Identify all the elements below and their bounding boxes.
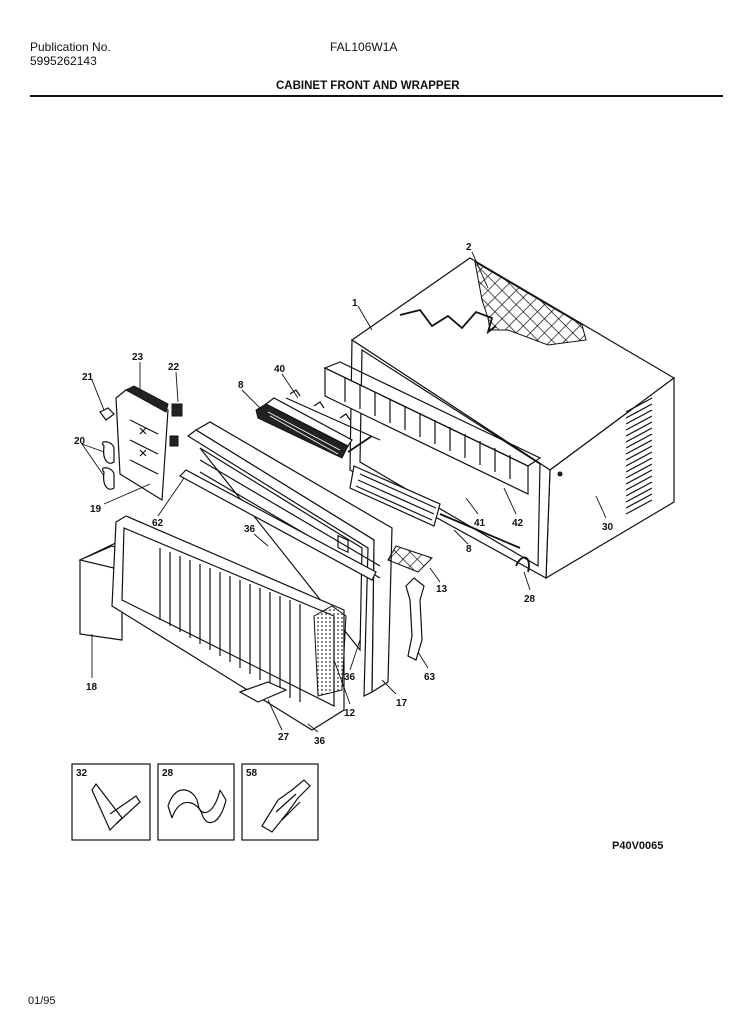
callout-13: 13 (436, 584, 448, 595)
leader-lines (81, 251, 607, 733)
knobs-20 (102, 441, 115, 490)
air-filter (313, 605, 347, 697)
inset-box-32: 32 (71, 763, 151, 841)
side-louvers (625, 397, 653, 515)
inset-box-28: 28 (157, 763, 235, 841)
callout-28: 28 (524, 594, 536, 605)
callout-12: 12 (344, 708, 356, 719)
inset-28-label: 28 (162, 768, 174, 779)
callout-62: 62 (152, 518, 164, 529)
publication-label: Publication No. (30, 40, 111, 54)
insulation-mesh-panel (474, 261, 587, 346)
model-number: FAL106W1A (330, 40, 398, 54)
knob-21 (99, 407, 115, 421)
callout-2: 2 (466, 242, 472, 253)
bracket-63 (405, 577, 425, 661)
upper-louver (255, 397, 373, 459)
main-grille-36 (111, 515, 347, 731)
callout-40: 40 (274, 364, 286, 375)
callout-63: 63 (424, 672, 436, 683)
section-title: CABINET FRONT AND WRAPPER (276, 80, 460, 92)
callout-36-inner: 36 (244, 524, 256, 535)
spring-22 (169, 403, 183, 447)
callout-8-upper: 8 (238, 380, 244, 391)
publication-number: 5995262143 (30, 54, 97, 68)
callout-numbers: 2 1 8 40 21 23 22 20 19 62 36 18 36 12 1… (74, 242, 614, 747)
lower-louver (349, 465, 521, 549)
callout-41: 41 (474, 518, 486, 529)
callout-22: 22 (168, 362, 180, 373)
date-code: 01/95 (28, 995, 56, 1007)
drawing-code: P40V0065 (612, 840, 664, 852)
callout-36-bottom: 36 (314, 736, 326, 747)
callout-27: 27 (278, 732, 290, 743)
callout-30: 30 (602, 522, 614, 533)
louver-rail (323, 361, 542, 554)
louver-rod-40 (285, 389, 381, 441)
callout-21: 21 (82, 372, 94, 383)
callout-36-right: 36 (344, 672, 356, 683)
callout-19: 19 (90, 504, 102, 515)
inset-32-label: 32 (76, 768, 88, 779)
trim-bar-62 (179, 469, 377, 581)
callout-18: 18 (86, 682, 98, 693)
cabinet-wrapper (349, 257, 676, 580)
callout-42: 42 (512, 518, 524, 529)
callout-8-lower: 8 (466, 544, 472, 555)
callout-23: 23 (132, 352, 144, 363)
callout-17: 17 (396, 698, 408, 709)
grille-tab-27 (238, 681, 288, 703)
inset-box-58: 58 (241, 763, 319, 841)
callout-1: 1 (352, 298, 358, 309)
mesh-block-13 (387, 545, 433, 573)
inset-58-label: 58 (246, 768, 258, 779)
control-panel-23 (115, 385, 169, 502)
callout-20: 20 (74, 436, 86, 447)
header-rule (30, 95, 723, 97)
